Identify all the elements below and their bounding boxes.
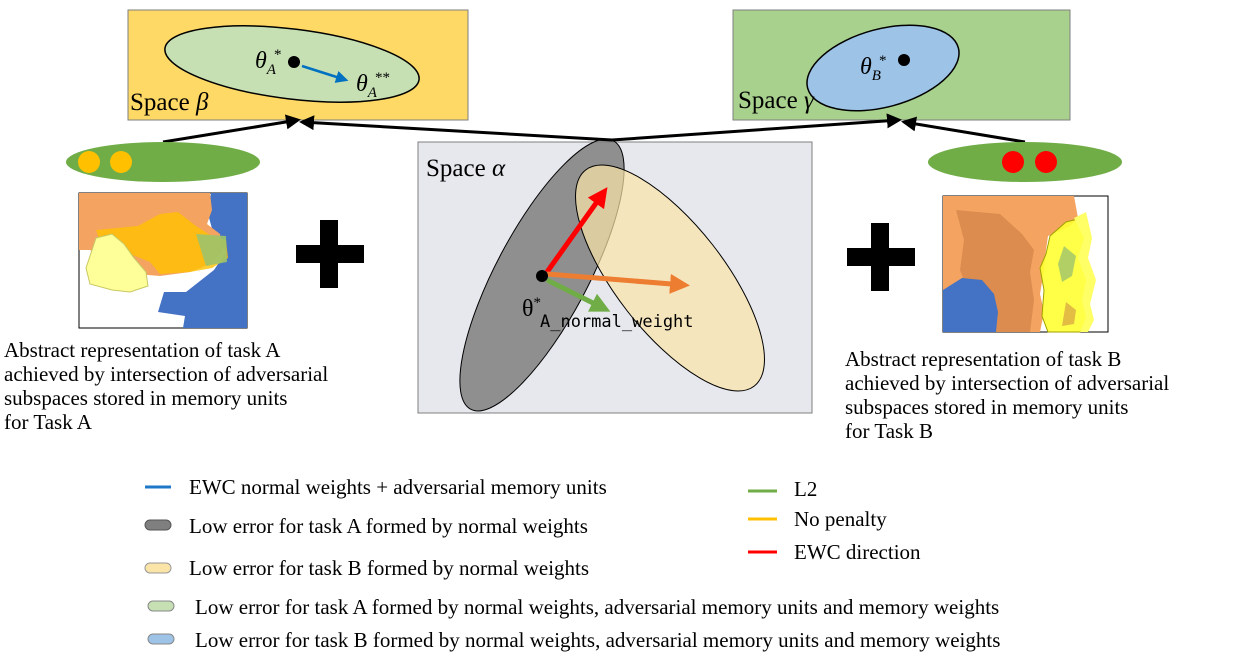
theta-a-normal-sup: * [533,295,542,311]
space-gamma-label: Space γ [738,87,814,115]
task-b-subspace-map [942,195,1109,333]
theta-b-star-label: θB* [860,53,887,84]
space-beta-word: Space [130,89,190,116]
legend-label-ewc-direction: EWC direction [794,540,921,564]
memory-unit-a-2 [110,151,132,173]
task-a-description-line: achieved by intersection of adversarial [4,362,329,386]
theta-a-star-star-sub: A [367,85,377,101]
task-b-description: Abstract representation of task B achiev… [845,347,1169,443]
plus-icon-left [296,220,364,288]
no-penalty-arrow [546,271,690,294]
theta-a-star-star-label: θA** [356,70,390,101]
theta-b-star-sup: * [878,53,887,69]
connector-pill-b-to-gamma [901,116,1026,144]
task-b-description-line: achieved by intersection of adversarial [845,371,1170,395]
theta-b-star-dot [898,54,910,66]
theta-a-normal-dot [536,270,548,282]
task-a-description-line: Abstract representation of task A [4,338,281,362]
ewc-memory-arrow [301,64,349,83]
theta-a-normal-sub: A_normal_weight [540,312,694,332]
legend-label-ewc-memory: EWC normal weights + adversarial memory … [189,475,607,499]
l2-arrow [545,277,611,312]
task-a-description-line: subspaces stored in memory units [4,386,288,410]
space-beta-label: Space β [130,89,208,117]
legend-label-low-a: Low error for task A formed by normal we… [189,514,588,538]
memory-unit-b-2 [1035,151,1057,173]
space-beta-symbol: β [195,89,209,116]
space-alpha-label: Space α [426,155,505,183]
legend-label-no-penalty: No penalty [794,507,887,531]
task-a-description: Abstract representation of task A achiev… [4,338,328,434]
plus-icon-right [847,223,915,291]
theta-a-star-sup: * [273,47,282,63]
legend-label-low-b-mem: Low error for task B formed by normal we… [195,628,1001,652]
task-b-description-line: Abstract representation of task B [845,347,1122,371]
legend-key-low-a [144,519,172,531]
space-gamma-word: Space [738,87,798,114]
legend-key-low-b-mem [147,633,175,645]
theta-a-star-dot [288,56,300,68]
connector-alpha-to-gamma [611,113,902,142]
theta-a-star-label: θA* [255,47,282,78]
theta-a-star-star-sup: ** [374,70,390,86]
space-gamma-symbol: γ [803,87,814,114]
memory-unit-a-1 [78,151,100,173]
task-b-description-line: subspaces stored in memory units [845,395,1129,419]
memory-units-pill-b [928,142,1122,182]
task-a-subspace-map [78,192,248,329]
theta-a-normal-label: θ* [522,295,542,322]
task-b-description-line: for Task B [845,419,933,443]
space-alpha-word: Space [426,155,486,182]
legend-label-low-a-mem: Low error for task A formed by normal we… [195,595,1000,619]
low-error-task-b-memory-ellipse [806,24,960,112]
legend-key-low-a-mem [147,600,175,612]
legend-label-low-b: Low error for task B formed by normal we… [189,556,590,580]
memory-units-pill-a [66,142,260,182]
space-alpha-symbol: α [491,155,506,182]
legend-key-low-b [144,562,172,574]
theta-b-star-sub: B [871,68,881,84]
legend-label-l2: L2 [794,477,818,501]
task-a-description-line: for Task A [4,410,92,434]
memory-unit-b-1 [1002,151,1024,173]
theta-a-star-sub: A [266,62,276,78]
connector-alpha-to-beta [299,115,613,142]
connector-pill-a-to-beta [162,114,301,144]
ewc-direction-arrow [544,187,608,274]
